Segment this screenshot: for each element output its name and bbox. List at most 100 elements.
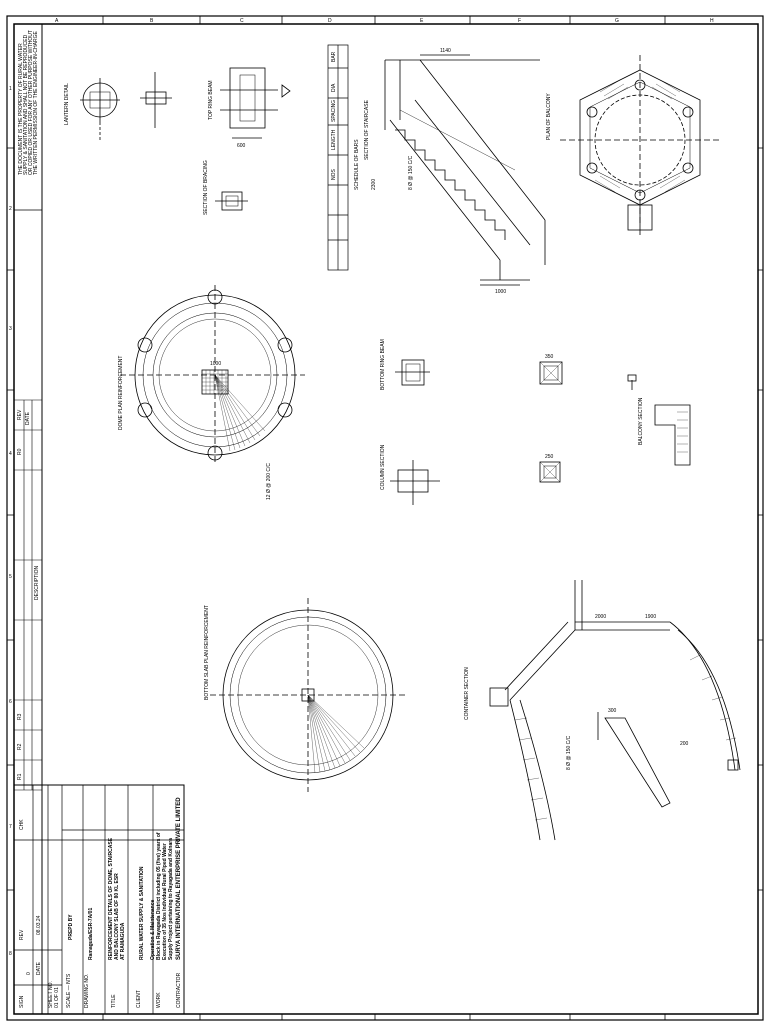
border-letter: B <box>150 18 154 24</box>
title-block: CONTRACTOR SURYA INTERNATIONAL ENTERPRIS… <box>13 784 185 1015</box>
border-number: 7 <box>9 824 12 830</box>
stair-title: SECTION OF STAIRCASE <box>364 99 370 160</box>
dome-mesh <box>202 370 266 452</box>
note-line: SUPPLY & SANITATION AND SHALL NOT BE REP… <box>23 34 29 175</box>
border-letter: H <box>710 18 714 24</box>
slab-radial-bars <box>307 694 365 774</box>
rev-row: R3 <box>17 713 23 720</box>
container-dim: 300 <box>608 708 617 714</box>
rev-header: DESCRIPTION <box>34 565 40 600</box>
schedule-col: LENGTH <box>331 129 337 150</box>
stair-dim: 1000 <box>495 289 506 295</box>
border-letter: A <box>55 18 59 24</box>
client-name: RURAL WATER SUPPLY & SANITATION <box>139 866 145 960</box>
work-line: Block in Rayagada District including 05 … <box>156 832 162 960</box>
contractor-name: SURYA INTERNATIONAL ENTERPRISE PRIVATE L… <box>176 797 182 960</box>
container-title: CONTAINER SECTION <box>464 667 470 720</box>
title-label: TITLE <box>111 994 117 1008</box>
balcony-section-detail <box>627 374 691 466</box>
column-detail-top <box>140 72 172 128</box>
border-number: 8 <box>9 951 12 957</box>
title-line: AND BALCONY SLAB OF 80 KL ESR <box>114 873 120 960</box>
border-letter: G <box>615 18 619 24</box>
work-line: Operation & Maintenance <box>150 899 156 960</box>
border-number: 2 <box>9 206 12 212</box>
stair-dim: 1140 <box>440 48 451 54</box>
note-line: OR COPIED OR USED FOR ANY OTHER PURPOSE … <box>28 30 34 175</box>
rev-value: 0 <box>26 972 32 975</box>
balcony-title: PLAN OF BALCONY <box>546 93 552 140</box>
square-column-1 <box>539 361 563 385</box>
schedule-col: BAR <box>331 51 337 62</box>
dome-title: DOME PLAN REINFORCEMENT <box>118 356 124 430</box>
schedule-col: DIA <box>331 83 337 92</box>
drawing-no: Ramaguda/ESR-7A/01 <box>88 908 94 960</box>
column-title: COLUMN SECTION <box>380 444 386 490</box>
drawing-no-label: DRAWING NO. <box>84 974 90 1008</box>
sheet-no-label: SHEET NO. <box>48 981 54 1008</box>
bar-schedule-title: SCHEDULE OF BARS <box>354 139 360 190</box>
small-section <box>215 191 248 211</box>
revision-table <box>14 399 42 791</box>
container-rebar-ticks <box>514 654 737 821</box>
dome-dim: 1000 <box>210 361 221 367</box>
lantern-title: LANTERN DETAIL <box>64 83 70 125</box>
border-letters: A B C D E F G H <box>55 18 714 24</box>
balcony-plan <box>560 55 720 235</box>
stair-dim: 2300 <box>371 179 377 190</box>
ring-beam-detail <box>395 359 430 386</box>
rev-label: REV <box>19 929 25 940</box>
bottom-slab-plan <box>210 598 405 792</box>
dome-plan <box>120 285 305 465</box>
beam-detail <box>220 67 291 139</box>
border-letter: E <box>420 18 424 24</box>
schedule-col: NOS <box>331 169 337 181</box>
title-line: AT RAMAGUDA <box>120 922 126 960</box>
client-label: CLIENT <box>136 990 142 1008</box>
border-number: 5 <box>9 574 12 580</box>
border-number: 3 <box>9 326 12 332</box>
note-line: THE WRITTEN PERMISSION OF THE ENGINEER-I… <box>33 31 39 175</box>
balcony-hatch <box>594 79 686 193</box>
border-letter: F <box>518 18 521 24</box>
square-column-2 <box>539 461 561 483</box>
col-dim: 250 <box>545 454 554 460</box>
border-numbers: 1 2 3 4 5 6 7 8 <box>9 86 12 957</box>
container-dim: 200 <box>680 741 689 747</box>
rev-row: R1 <box>17 773 23 780</box>
border-number: 4 <box>9 451 12 457</box>
rev-row: R2 <box>17 743 23 750</box>
rev-header: REV <box>17 409 23 420</box>
schedule-col: SPACING <box>331 100 337 122</box>
note-line: THE DOCUMENT IS THE PROPERTY OF RURAL WA… <box>18 43 24 175</box>
col-dim: 350 <box>545 354 554 360</box>
border-letter: D <box>328 18 332 24</box>
inner-border <box>13 23 759 1015</box>
ring-beam-title: BOTTOM RING BEAM <box>380 339 386 390</box>
column-detail <box>390 460 440 505</box>
work-line: Execution of 35 Nos Individual Rural Pip… <box>162 843 168 960</box>
outer-border <box>6 15 764 1021</box>
revision-labels: REV DATE DESCRIPTION R3 R2 R1 R0 <box>17 409 40 780</box>
rev-header: DATE <box>25 411 31 425</box>
work-label: WORK <box>156 992 162 1008</box>
top-ring-beam-title: TOP RING BEAM <box>208 80 214 120</box>
date-value: 08.03.24 <box>36 915 42 935</box>
bar-schedule-table <box>327 44 349 271</box>
title-line: REINFORCEMENT DETAILS OF DOME, STAIRCASE <box>108 837 114 960</box>
work-line: Supply Project pertaining to Rayagada an… <box>168 838 174 960</box>
balcony-section-title: BALCONY SECTION <box>638 397 644 445</box>
beam-dim: 600 <box>237 143 246 149</box>
border-number: 6 <box>9 699 12 705</box>
balcony-section-hatch <box>677 411 688 453</box>
stair-rebar: 8 Ø @ 150 C/C <box>408 155 414 190</box>
chk-label: CHK <box>19 819 25 830</box>
bar-schedule-labels: SCHEDULE OF BARS BAR DIA SPACING LENGTH … <box>331 51 360 190</box>
staircase-section <box>384 54 546 286</box>
lantern-detail <box>80 78 120 140</box>
container-dim: 2000 <box>595 614 606 620</box>
border-ticks <box>7 16 763 1020</box>
dome-rebar: 12 Ø @ 200 C/C <box>266 463 272 500</box>
border-number: 1 <box>9 86 12 92</box>
